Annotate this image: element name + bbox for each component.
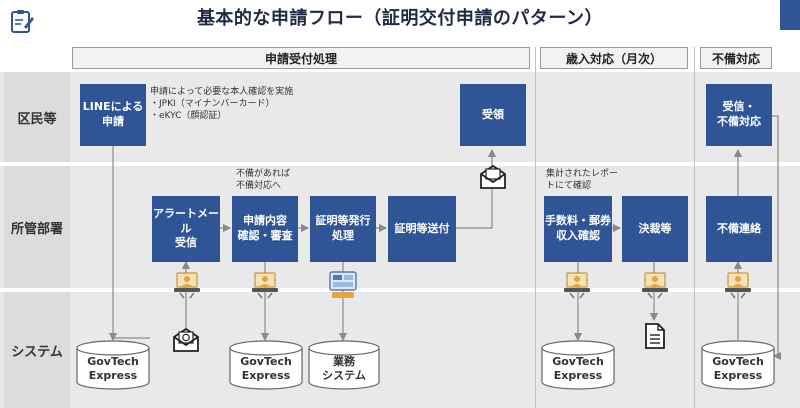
- line-apply-note: 申請によって必要な本人確認を実施 ・JPKI（マイナンバーカード） ・eKYC（…: [150, 87, 294, 122]
- brand-bar: [780, 0, 800, 30]
- review-box: 申請内容 確認・審査: [232, 196, 298, 262]
- laptop-person-icon: [723, 270, 753, 300]
- govtech-express-db-2: GovTech Express: [229, 340, 303, 390]
- receive-box: 受領: [460, 84, 526, 146]
- notify-box: 不備連絡: [706, 196, 772, 262]
- lane-label-system: システム: [4, 292, 70, 408]
- phase-monthly: 歳入対応（月次）: [540, 47, 688, 69]
- db-label: 業務 システム: [322, 355, 366, 383]
- laptop-person-icon: [640, 270, 670, 300]
- deficiency-note: 不備があれば 不備対応へ: [236, 169, 291, 192]
- clipboard-icon: [9, 8, 35, 34]
- laptop-person-icon: [562, 270, 592, 300]
- divider-2: [694, 47, 695, 408]
- report-note: 集計されたレポー トにて確認: [546, 169, 619, 192]
- issue-box: 証明等発行 処理: [310, 196, 376, 262]
- laptop-person-icon: [250, 270, 280, 300]
- govtech-express-db-1: GovTech Express: [76, 340, 150, 390]
- approve-box: 決裁等: [622, 196, 688, 262]
- db-label: GovTech Express: [87, 355, 139, 383]
- page-title: 基本的な申請フロー（証明交付申請のパターン）: [196, 8, 604, 29]
- db-label: GovTech Express: [552, 355, 604, 383]
- divider-1: [535, 47, 536, 408]
- envelope-icon: [479, 164, 507, 190]
- govtech-express-db-4: GovTech Express: [701, 340, 775, 390]
- db-label: GovTech Express: [712, 355, 764, 383]
- document-icon: [643, 322, 667, 350]
- alert-box: アラートメール 受信: [152, 196, 220, 262]
- computer-terminal-icon: [328, 270, 358, 302]
- gyomu-system-db: 業務 システム: [308, 340, 380, 390]
- send-box: 証明等送付: [388, 196, 456, 262]
- laptop-person-icon: [172, 270, 202, 300]
- receive-fix-box: 受信・ 不備対応: [706, 84, 772, 146]
- fee-box: 手数料・郵券 収入確認: [544, 196, 612, 262]
- govtech-express-db-3: GovTech Express: [541, 340, 615, 390]
- line-apply-box: LINEによる 申請: [80, 84, 146, 146]
- phase-deficiency: 不備対応: [700, 47, 772, 69]
- email-at-icon: [172, 326, 200, 354]
- lane-label-department: 所管部署: [4, 166, 70, 288]
- db-label: GovTech Express: [240, 355, 292, 383]
- lane-label-citizen: 区民等: [4, 72, 70, 162]
- phase-intake: 申請受付処理: [72, 47, 530, 69]
